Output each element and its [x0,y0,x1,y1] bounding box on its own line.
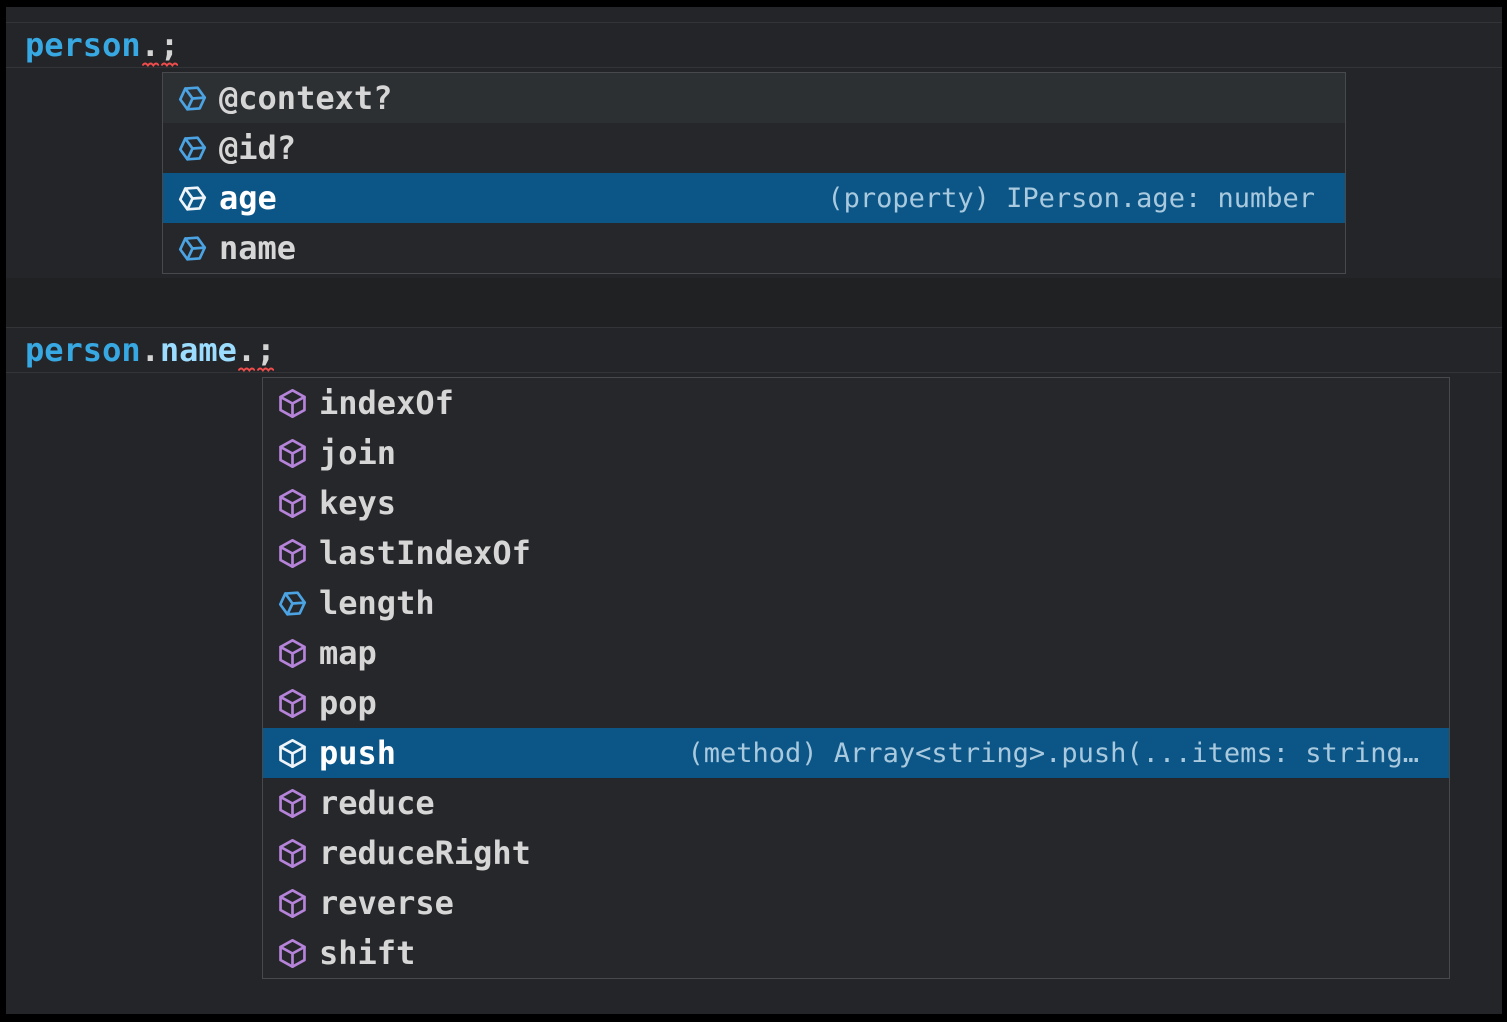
suggestion-label: reduceRight [319,834,531,872]
symbol-method-icon [275,636,309,670]
suggestion-item[interactable]: shift [263,928,1449,978]
suggestion-label: lastIndexOf [319,534,531,572]
suggestion-label: keys [319,484,397,522]
suggestion-label: length [319,584,435,622]
symbol-method-icon [275,886,309,920]
suggestion-label: indexOf [319,384,454,422]
suggestion-label: age [219,179,277,217]
symbol-method-icon [275,436,309,470]
symbol-field-icon [175,231,209,265]
symbol-method-icon [275,936,309,970]
suggestion-label: push [319,734,397,772]
symbol-field-icon [175,131,209,165]
suggestion-detail: (method) Array<string>.push(...items: st… [687,737,1420,769]
suggestion-label: shift [319,934,416,972]
symbol-method-icon [275,486,309,520]
symbol-field-icon [275,586,309,620]
section-divider [6,278,1502,327]
code-token: ; [159,26,180,64]
suggestion-item[interactable]: lastIndexOf [263,528,1449,578]
suggestion-item[interactable]: indexOf [263,378,1449,428]
symbol-method-icon [275,786,309,820]
symbol-method-icon [275,836,309,870]
suggestion-item[interactable]: @context? [163,73,1345,123]
code-token: person [25,331,141,369]
suggest-widget: @context? @id? age (property) IPerson.age: … [162,72,1346,274]
suggestion-item[interactable]: join [263,428,1449,478]
suggestion-item[interactable]: reduceRight [263,828,1449,878]
suggestion-label: pop [319,684,377,722]
code-token: person [25,26,141,64]
code-token: ; [256,331,276,369]
suggestion-item[interactable]: push (method) Array<string>.push(...items… [263,728,1449,778]
suggestion-label: @id? [219,129,297,167]
suggestion-item[interactable]: keys [263,478,1449,528]
code-text: person.name.; [25,331,275,369]
symbol-method-icon [275,686,309,720]
code-token: . [140,26,160,64]
code-line[interactable]: person.name.; [6,327,1502,373]
symbol-field-icon [175,181,209,215]
suggestion-label: name [219,229,297,267]
editor-surface: person.; @context? @id? age (property) IPer… [6,7,1502,1014]
suggestion-item[interactable]: length [263,578,1449,628]
suggestion-label: join [319,434,397,472]
code-token: name [159,331,237,369]
suggestion-item[interactable]: map [263,628,1449,678]
code-token: . [140,331,160,369]
suggest-widget: indexOf join keys lastIndexOf length map pop pu… [262,377,1450,979]
symbol-method-icon [275,536,309,570]
suggestion-label: reduce [319,784,435,822]
suggestion-label: map [319,634,377,672]
code-text: person.; [25,26,179,64]
suggestion-item[interactable]: reverse [263,878,1449,928]
suggestion-item[interactable]: pop [263,678,1449,728]
code-token: . [236,331,257,369]
symbol-method-icon [275,736,309,770]
suggestion-item[interactable]: reduce [263,778,1449,828]
suggestion-item[interactable]: @id? [163,123,1345,173]
suggestion-label: @context? [219,79,393,117]
suggestion-item[interactable]: name [163,223,1345,273]
code-line[interactable]: person.; [6,22,1502,68]
symbol-method-icon [275,386,309,420]
symbol-field-icon [175,81,209,115]
suggestion-label: reverse [319,884,454,922]
suggestion-item[interactable]: age (property) IPerson.age: number [163,173,1345,223]
suggestion-detail: (property) IPerson.age: number [827,182,1315,214]
